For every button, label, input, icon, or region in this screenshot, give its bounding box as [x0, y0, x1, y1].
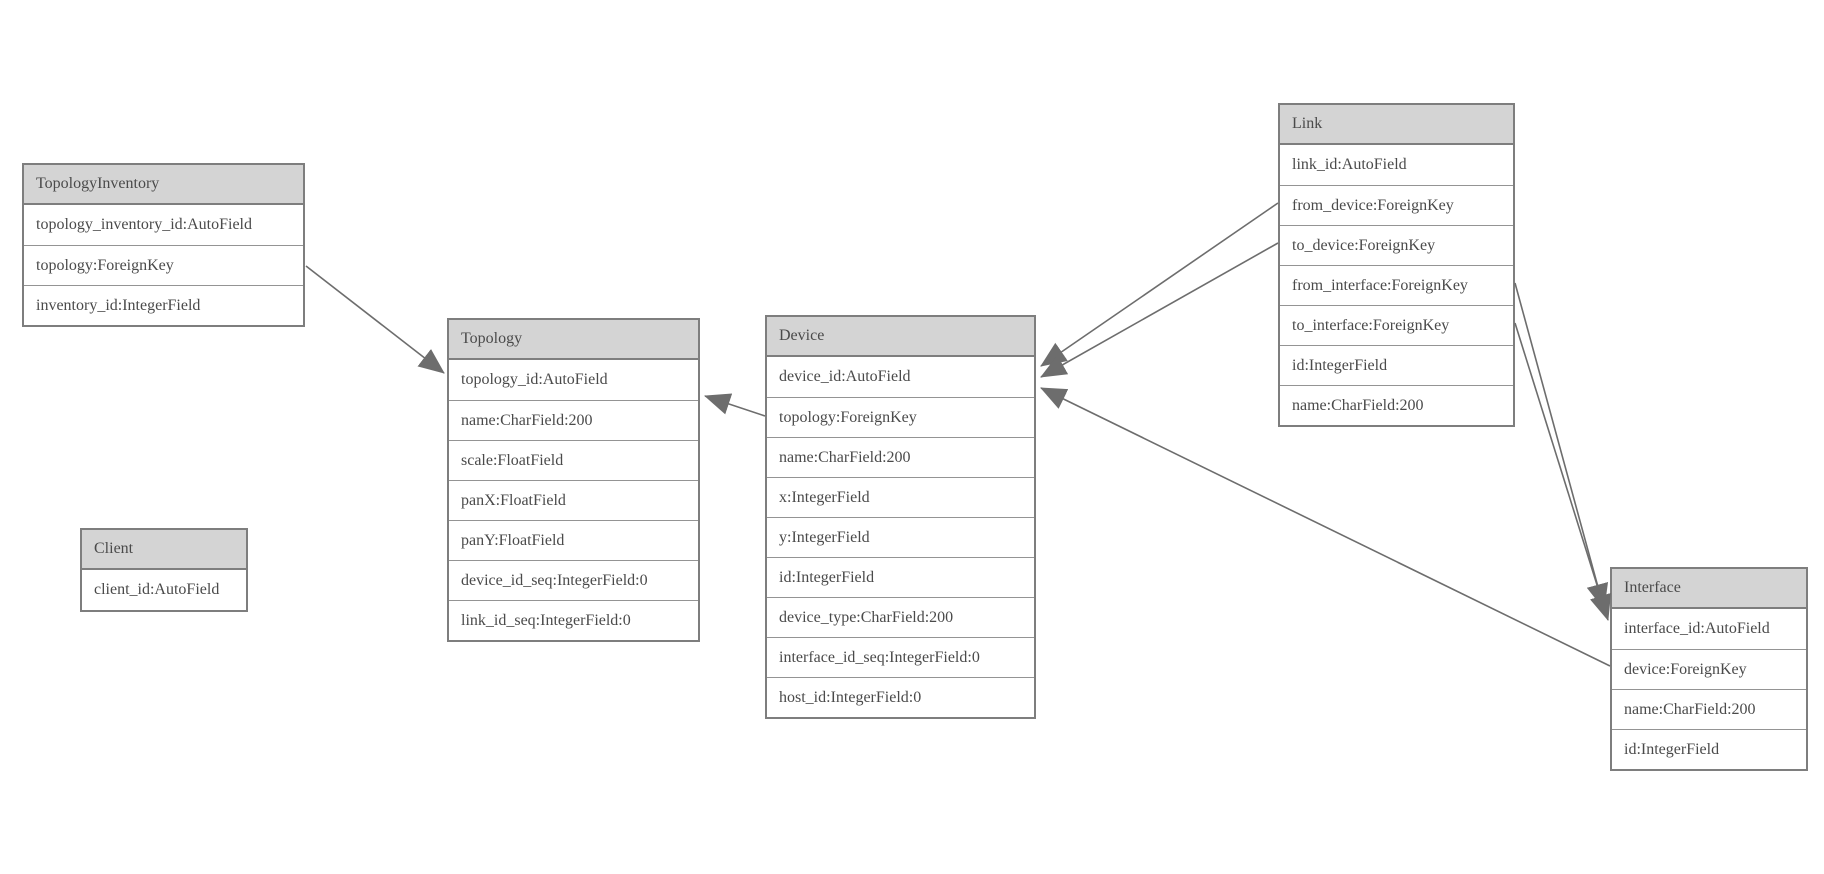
field-row: topology:ForeignKey — [24, 245, 303, 285]
field-row: id:IntegerField — [1280, 345, 1513, 385]
field-row: client_id:AutoField — [94, 581, 220, 598]
field-row: name:CharField:200 — [1612, 689, 1806, 729]
field-row: to_interface:ForeignKey — [1280, 305, 1513, 345]
relation-topologyinventory-topology — [305, 265, 445, 374]
relation-link-fromdevice-device — [1040, 202, 1279, 367]
field-row: interface_id:AutoField — [1624, 620, 1770, 637]
field-row: link_id:AutoField — [1292, 156, 1407, 173]
field-row: to_device:ForeignKey — [1280, 225, 1513, 265]
field-row: device:ForeignKey — [1612, 649, 1806, 689]
field-row: host_id:IntegerField:0 — [767, 677, 1034, 717]
field-row: from_device:ForeignKey — [1280, 185, 1513, 225]
relation-link-todevice-device — [1040, 242, 1279, 378]
field-row: x:IntegerField — [767, 477, 1034, 517]
field-row: topology:ForeignKey — [767, 397, 1034, 437]
entity-topology: Topology topology_id:AutoField name:Char… — [447, 318, 700, 642]
field-row: y:IntegerField — [767, 517, 1034, 557]
relation-interface-device — [1040, 387, 1611, 667]
field-row: id:IntegerField — [1612, 729, 1806, 769]
entity-link: Link link_id:AutoField from_device:Forei… — [1278, 103, 1515, 427]
field-row: link_id_seq:IntegerField:0 — [449, 600, 698, 640]
field-row: name:CharField:200 — [449, 400, 698, 440]
field-row: name:CharField:200 — [767, 437, 1034, 477]
field-row: topology_id:AutoField — [461, 371, 608, 388]
field-row: scale:FloatField — [449, 440, 698, 480]
field-row: id:IntegerField — [767, 557, 1034, 597]
relation-link-tointerface-interface — [1514, 322, 1612, 621]
field-row: inventory_id:IntegerField — [24, 285, 303, 325]
field-row: device_id:AutoField — [779, 368, 911, 385]
entity-client-title: Client — [82, 530, 246, 570]
field-row: device_type:CharField:200 — [767, 597, 1034, 637]
entity-client: Client client_id:AutoField — [80, 528, 248, 612]
field-row: topology_inventory_id:AutoField — [36, 216, 252, 233]
entity-interface-title: Interface — [1612, 569, 1806, 609]
field-row: name:CharField:200 — [1280, 385, 1513, 425]
entity-link-title: Link — [1280, 105, 1513, 145]
relation-link-frominterface-interface — [1514, 282, 1609, 610]
field-row: panY:FloatField — [449, 520, 698, 560]
entity-topology-title: Topology — [449, 320, 698, 360]
relation-device-topology — [704, 393, 766, 417]
entity-device-title: Device — [767, 317, 1034, 357]
field-row: interface_id_seq:IntegerField:0 — [767, 637, 1034, 677]
entity-interface: Interface interface_id:AutoField device:… — [1610, 567, 1808, 771]
entity-topology-inventory: TopologyInventory topology_inventory_id:… — [22, 163, 305, 327]
entity-topology-inventory-title: TopologyInventory — [24, 165, 303, 205]
field-row: from_interface:ForeignKey — [1280, 265, 1513, 305]
field-row: device_id_seq:IntegerField:0 — [449, 560, 698, 600]
field-row: panX:FloatField — [449, 480, 698, 520]
entity-device: Device device_id:AutoField topology:Fore… — [765, 315, 1036, 719]
